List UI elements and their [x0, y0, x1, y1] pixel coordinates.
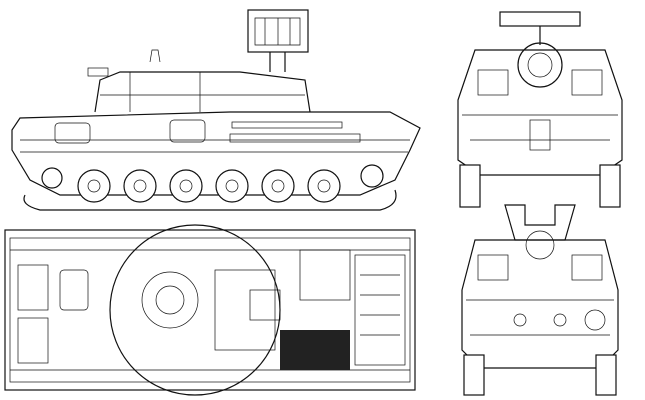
side-view — [11, 9, 421, 211]
rear-view — [461, 204, 619, 396]
top-view — [4, 224, 416, 396]
front-view — [457, 11, 623, 208]
road-wheels — [41, 164, 384, 203]
